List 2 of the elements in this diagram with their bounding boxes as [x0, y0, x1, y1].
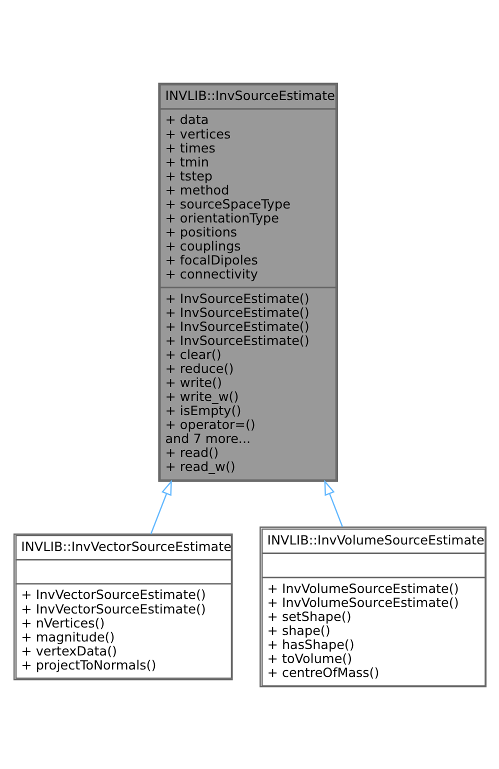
arrow: [324, 479, 343, 527]
arrow: [150, 479, 172, 534]
